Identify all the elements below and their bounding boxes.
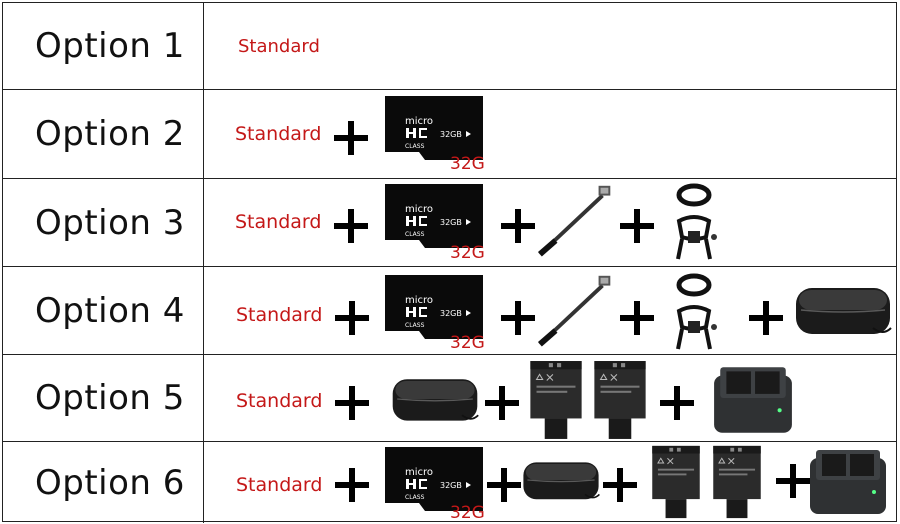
selfie-stick-icon xyxy=(536,271,624,351)
battery-icon xyxy=(528,359,584,441)
sd-card-icon xyxy=(385,184,483,248)
option-label-cell: Option 6 xyxy=(3,442,204,523)
option-contents: Standard 32G xyxy=(204,90,896,178)
option-label: Option 5 xyxy=(35,378,185,418)
plus-icon xyxy=(334,209,368,243)
plus-icon xyxy=(501,209,535,243)
plus-icon xyxy=(335,386,369,420)
plus-icon xyxy=(660,386,694,420)
sd-card-icon xyxy=(385,447,483,511)
option-label-cell: Option 1 xyxy=(3,3,204,89)
plus-icon xyxy=(335,468,369,502)
standard-label: Standard xyxy=(238,36,320,57)
option-label-cell: Option 5 xyxy=(3,355,204,441)
head-chest-mount-icon xyxy=(670,271,720,353)
sd-card-caption: 32G xyxy=(450,503,485,523)
sd-card-caption: 32G xyxy=(450,154,485,174)
head-chest-mount-icon xyxy=(670,181,720,263)
sd-card-icon xyxy=(385,275,483,339)
option-row: Option 5 Standard xyxy=(3,355,896,442)
selfie-stick-icon xyxy=(536,181,624,261)
sd-card-caption: 32G xyxy=(450,243,485,263)
option-row: Option 6 Standard 32G xyxy=(3,442,896,523)
sd-card-icon xyxy=(385,96,483,160)
option-row: Option 4 Standard 32G xyxy=(3,267,896,355)
plus-icon xyxy=(334,121,368,155)
option-contents: Standard xyxy=(204,3,896,89)
carry-case-icon xyxy=(390,372,480,426)
option-label: Option 4 xyxy=(35,290,185,331)
option-label-cell: Option 3 xyxy=(3,179,204,266)
standard-label: Standard xyxy=(236,474,323,496)
option-contents: Standard 32G xyxy=(204,179,896,266)
plus-icon xyxy=(501,301,535,335)
standard-label: Standard xyxy=(235,211,322,233)
plus-icon xyxy=(620,209,654,243)
option-label: Option 2 xyxy=(35,114,185,154)
dual-charger-icon xyxy=(710,361,796,435)
battery-icon xyxy=(592,359,648,441)
plus-icon xyxy=(776,464,810,498)
plus-icon xyxy=(603,468,637,502)
plus-icon xyxy=(620,301,654,335)
option-row: Option 2 Standard 32G xyxy=(3,90,896,179)
option-contents: Standard xyxy=(204,355,896,441)
standard-label: Standard xyxy=(236,390,323,412)
sd-card-caption: 32G xyxy=(450,333,485,353)
plus-icon xyxy=(487,468,521,502)
option-label: Option 6 xyxy=(35,462,185,503)
standard-label: Standard xyxy=(235,123,322,145)
standard-label: Standard xyxy=(236,304,323,326)
dual-charger-icon xyxy=(806,444,890,516)
option-label: Option 3 xyxy=(35,202,185,243)
battery-icon xyxy=(710,444,764,520)
option-contents: Standard 32G xyxy=(204,442,896,523)
plus-icon xyxy=(485,386,519,420)
carry-case-icon xyxy=(793,280,893,340)
option-row: Option 1 Standard xyxy=(3,3,896,90)
plus-icon xyxy=(749,301,783,335)
plus-icon xyxy=(335,301,369,335)
option-label-cell: Option 4 xyxy=(3,267,204,354)
option-row: Option 3 Standard 32G xyxy=(3,179,896,267)
option-label: Option 1 xyxy=(35,26,185,66)
battery-icon xyxy=(649,444,703,520)
carry-case-icon xyxy=(521,456,601,504)
option-label-cell: Option 2 xyxy=(3,90,204,178)
option-contents: Standard 32G xyxy=(204,267,896,354)
